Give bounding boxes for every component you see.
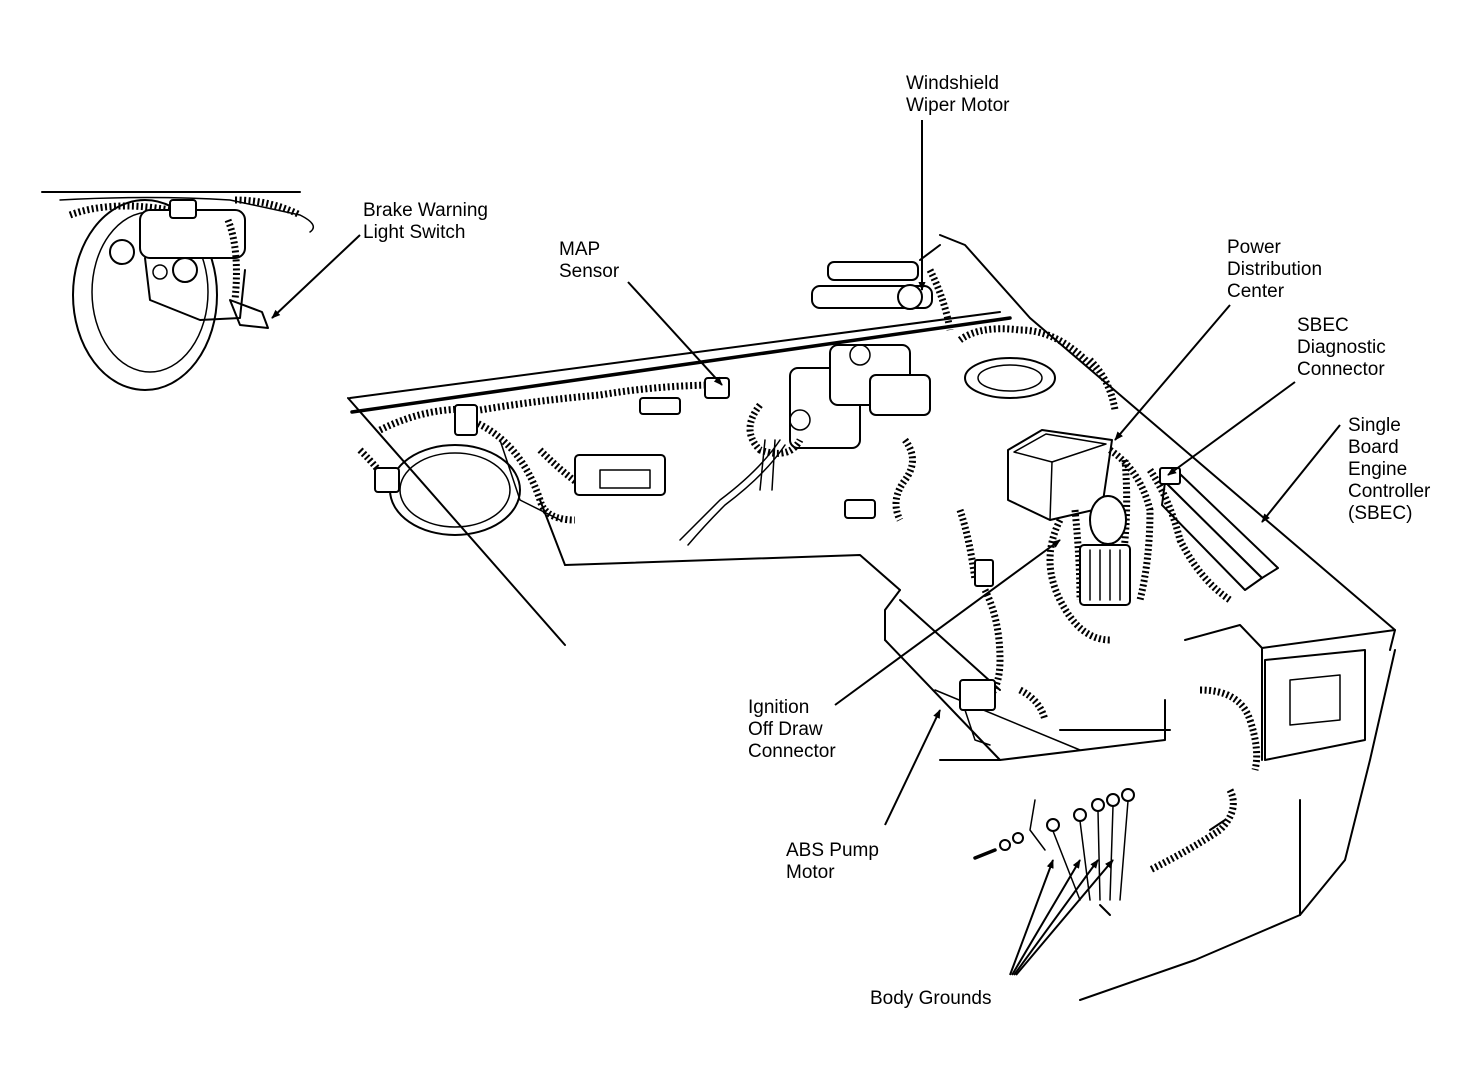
label-line: Controller [1348,481,1431,502]
label-line: (SBEC) [1348,503,1413,524]
label-line: Windshield [906,73,999,94]
label-line: Single [1348,415,1401,436]
label-line: Center [1227,281,1285,302]
label-line: MAP [559,239,601,260]
label-line: Brake Warning [363,200,488,221]
label-line: Wiper Motor [906,95,1010,116]
leader-brake-warning-switch [271,234,361,319]
label-line: Diagnostic [1297,337,1386,358]
label-line: Connector [1297,359,1385,380]
label-line: Ignition [748,697,810,718]
label-windshield-wiper-motor: Windshield Wiper Motor [906,73,1009,117]
label-line: Off Draw [748,719,823,740]
leader-sbec-diagnostic-connector [1167,381,1296,476]
label-line: Engine [1348,459,1408,480]
leader-body-ground-2 [1011,859,1081,976]
leader-lines [271,120,1341,976]
engine-compartment [347,234,1396,1001]
label-line: Board [1348,437,1399,458]
label-sbec-diagnostic-connector: SBEC Diagnostic Connector [1297,315,1386,381]
label-line: Distribution [1227,259,1323,280]
leader-ignition-off-draw [834,539,1061,706]
label-brake-warning-light-switch: Brake Warning Light Switch [363,200,488,244]
leader-power-distribution-center [1114,304,1231,441]
label-line: Sensor [559,261,620,282]
brake-booster-inset [41,191,315,391]
label-power-distribution-center: Power Distribution Center [1227,237,1322,303]
leader-body-ground-1 [1009,859,1054,976]
label-ignition-off-draw-connector: Ignition Off Draw Connector [748,697,836,763]
leader-sbec [1261,424,1341,523]
leader-body-ground-3 [1013,859,1099,976]
label-line: Power [1227,237,1281,258]
label-body-grounds: Body Grounds [870,988,991,1010]
label-line: Light Switch [363,222,466,243]
leader-body-ground-4 [1015,859,1114,976]
label-line: Body Grounds [870,988,992,1009]
label-abs-pump-motor: ABS Pump Motor [786,840,879,884]
label-line: Connector [748,741,836,762]
label-single-board-engine-controller: Single Board Engine Controller (SBEC) [1348,415,1430,525]
label-line: SBEC [1297,315,1349,336]
label-line: ABS Pump [786,840,879,861]
label-map-sensor: MAP Sensor [559,239,619,283]
leader-abs-pump-motor [884,709,941,826]
label-line: Motor [786,862,835,883]
leader-map-sensor [627,281,723,386]
